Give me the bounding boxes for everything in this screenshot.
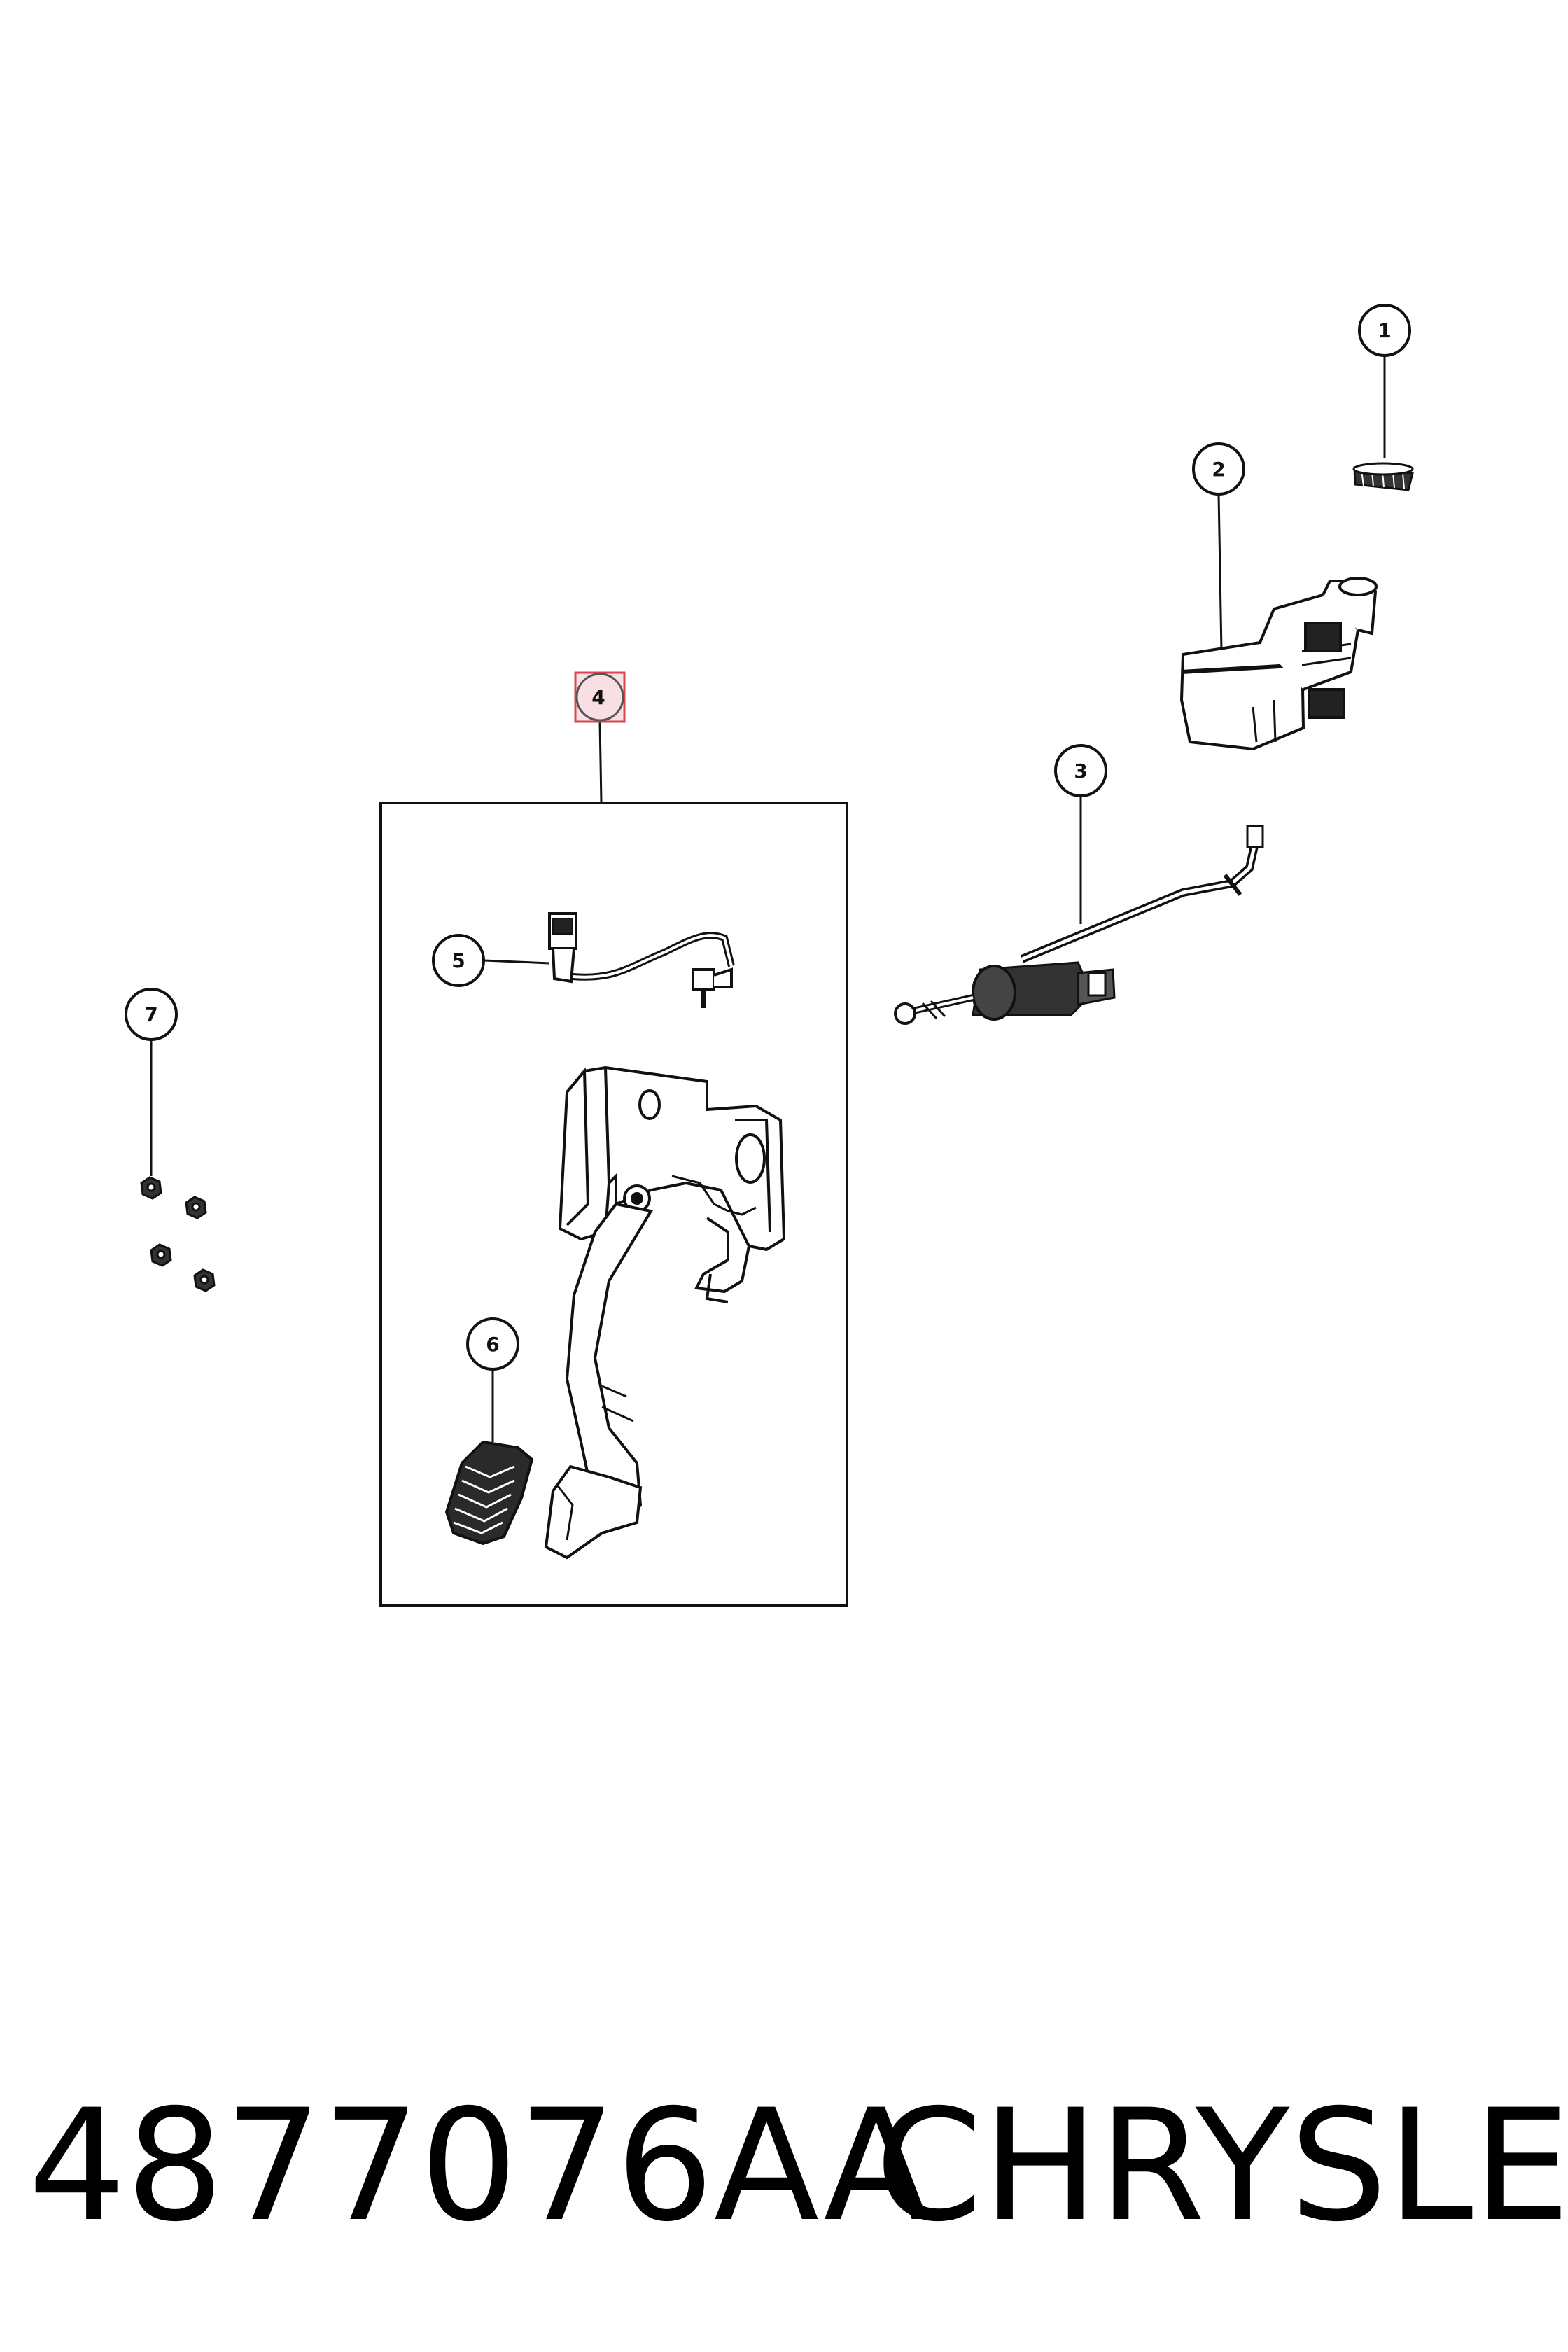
fluid-reservoir [1180,577,1378,751]
callout-3[interactable]: 3 [1054,744,1107,924]
kit-boundary-box [379,802,848,1606]
callout-2[interactable]: 2 [1192,442,1245,652]
clutch-pedal-assembly [544,1065,786,1560]
callout-1[interactable]: 1 [1358,304,1411,458]
callout-5-label: 5 [451,949,465,972]
callout-4-label: 4 [592,686,605,709]
part-number: 4877076AA [28,2076,929,2255]
callout-6[interactable]: 6 [466,1317,519,1442]
reservoir-cap [1352,462,1414,491]
callout-3-label: 3 [1074,760,1087,783]
callout-7[interactable]: 7 [125,988,178,1176]
callout-5[interactable]: 5 [432,934,550,987]
hex-nuts [140,1176,216,1292]
clutch-pedal-switch [548,912,735,1008]
clutch-master-cylinder [894,825,1264,1025]
callout-4[interactable]: 4 [574,671,626,804]
pedal-pad [444,1440,534,1546]
callout-2-label: 2 [1212,458,1225,481]
callout-1-label: 1 [1378,319,1391,342]
brand-name: CHRYSLER [875,2076,1568,2255]
callout-6-label: 6 [486,1333,499,1356]
callout-7-label: 7 [144,1003,158,1026]
